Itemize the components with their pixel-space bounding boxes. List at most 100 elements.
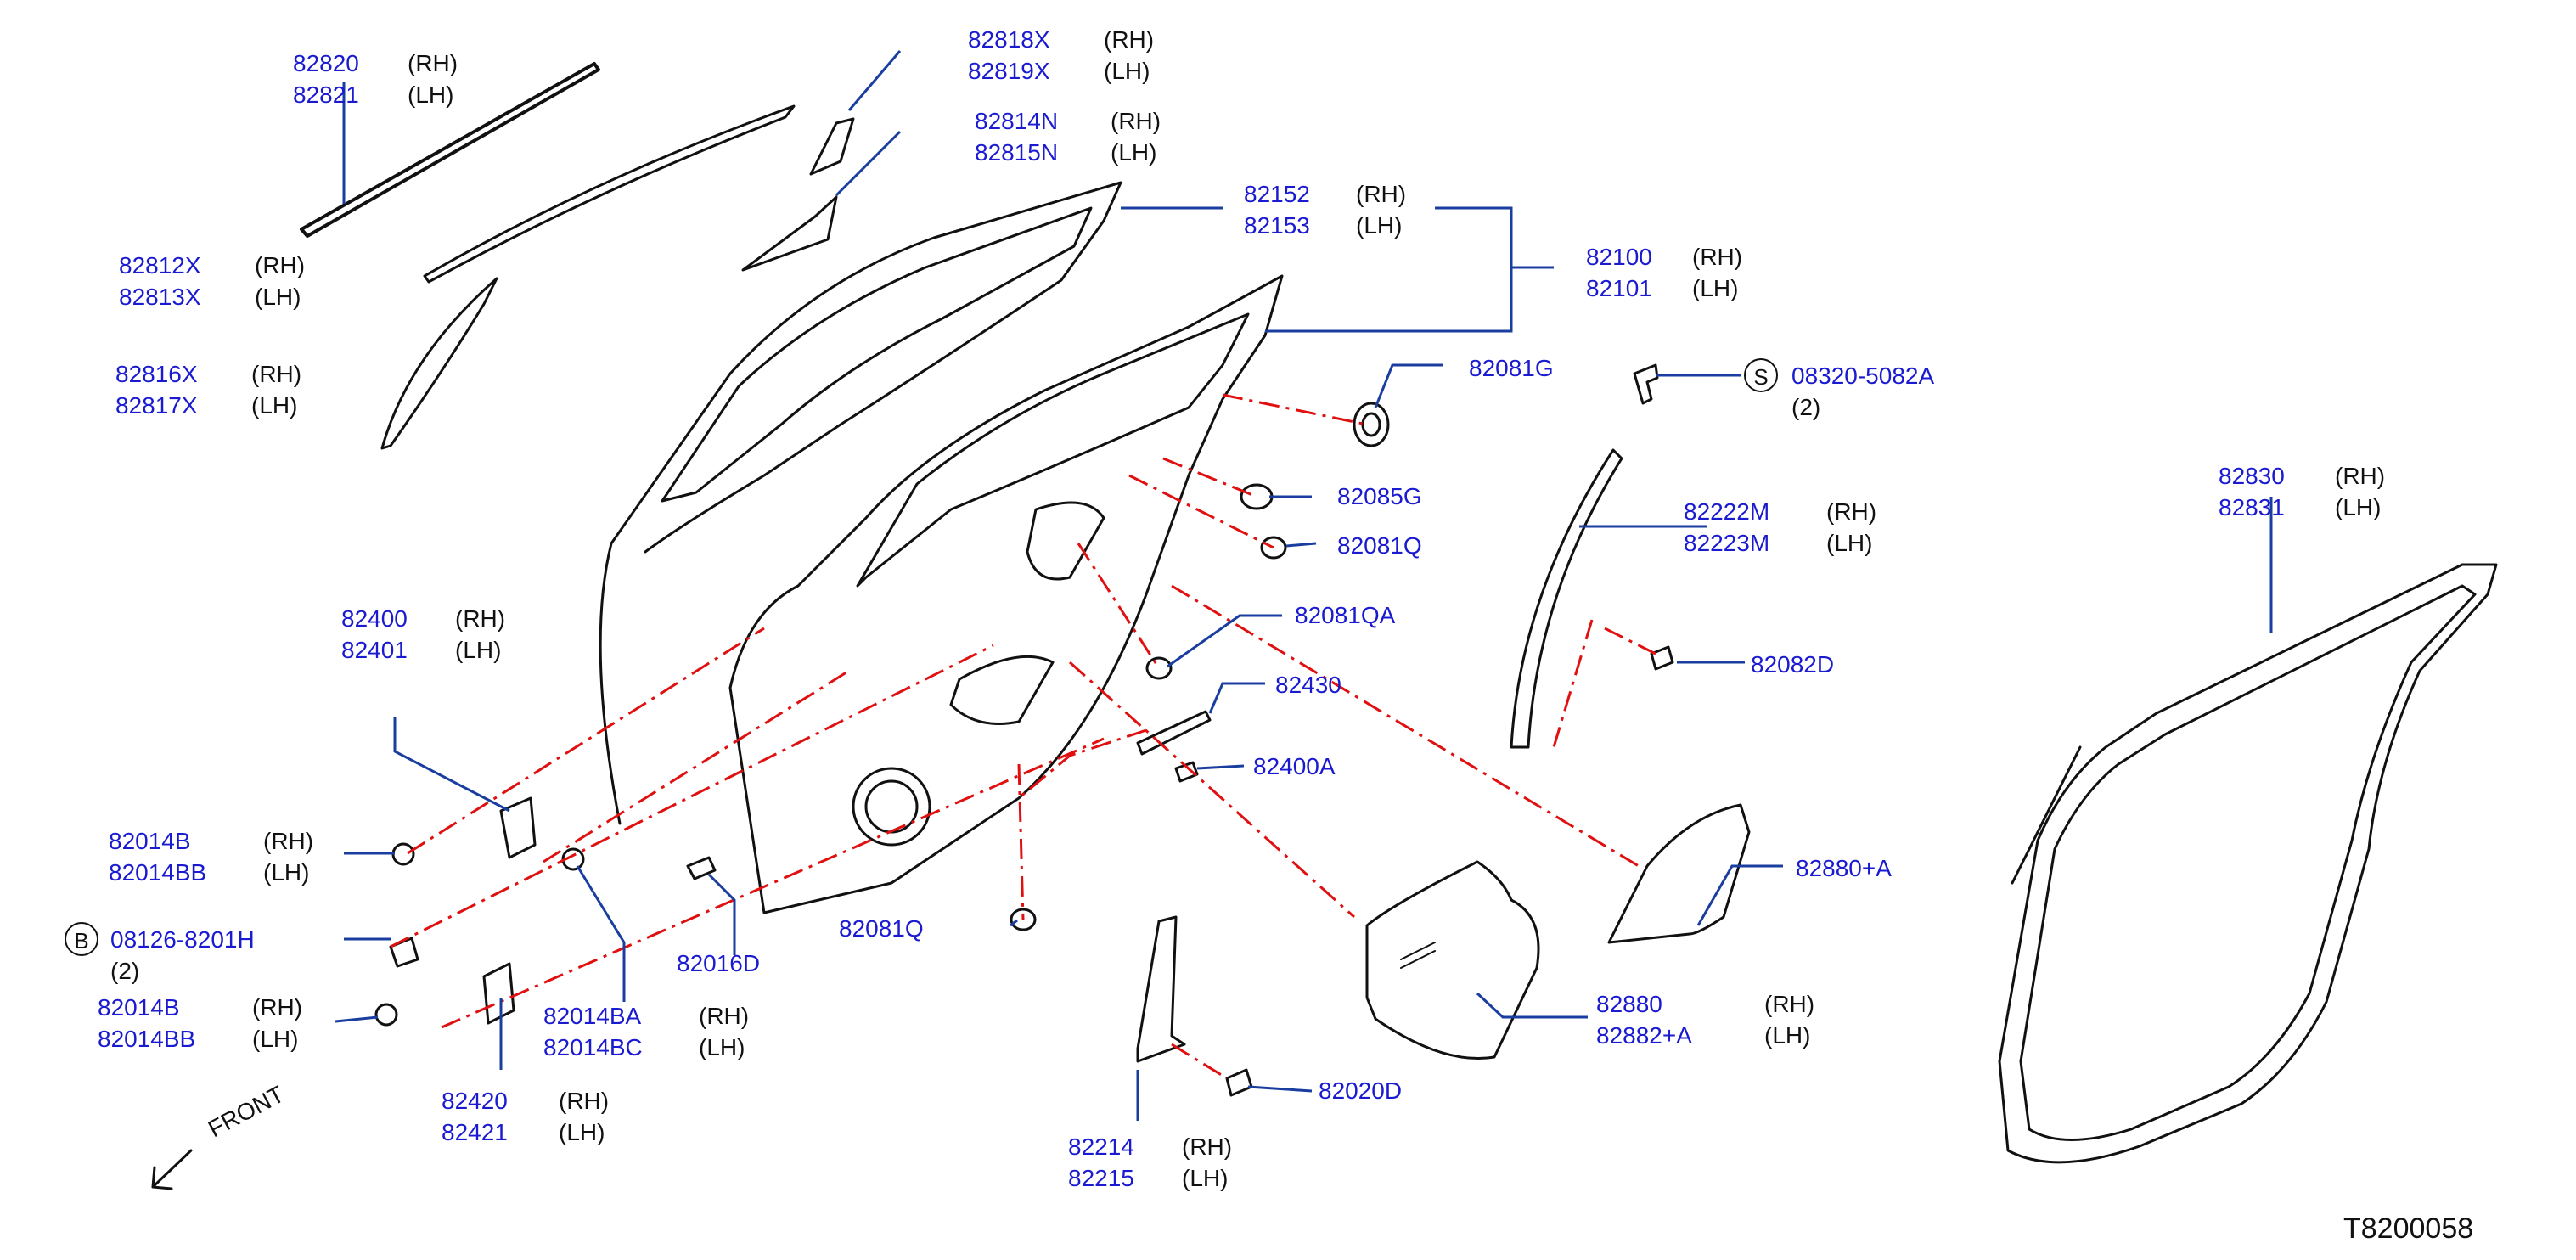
symbol-s: S	[1744, 358, 1778, 392]
bolt-82400a	[1174, 761, 1199, 783]
part-number: 82016D	[677, 950, 761, 976]
callout-82812x: 82812X(RH) 82813X(LH)	[119, 250, 305, 312]
side-label: (LH)	[251, 392, 298, 419]
part-number: 82400	[341, 605, 408, 632]
callout-82880: 82880(RH) 82882+A(LH)	[1596, 988, 1814, 1051]
part-number: 82014B	[98, 994, 180, 1021]
callout-82082d: 82082D	[1751, 649, 1834, 680]
callout-82014b-top: 82014B(RH) 82014BB(LH)	[109, 825, 313, 888]
grommet-82081g	[1353, 402, 1390, 447]
part-number: 82152	[1244, 181, 1310, 207]
part-number: 82880+A	[1796, 855, 1892, 881]
side-label: (LH)	[2335, 494, 2382, 520]
nut-82014b-top	[391, 842, 415, 866]
side-label: (LH)	[699, 1034, 745, 1060]
side-label: (RH)	[251, 361, 302, 387]
part-number: 82215	[1068, 1165, 1134, 1191]
sealing-screen	[1365, 860, 1540, 1060]
side-label: (LH)	[1182, 1165, 1229, 1191]
part-number: 82821	[293, 82, 359, 108]
part-number: 82223M	[1684, 530, 1770, 556]
part-number: 82100	[1586, 244, 1652, 270]
part-number: 82816X	[115, 361, 198, 387]
side-label: (RH)	[408, 50, 458, 76]
part-number: 82400A	[1253, 753, 1336, 779]
callout-82081q-bottom: 82081Q	[839, 913, 924, 944]
door-frame-inner	[661, 206, 1093, 503]
side-label: (LH)	[1764, 1022, 1811, 1049]
callout-82814n: 82814N(RH) 82815N(LH)	[975, 105, 1161, 168]
nut-82014b-bottom	[374, 1003, 398, 1027]
callout-82014ba: 82014BA(RH) 82014BC(LH)	[543, 1000, 749, 1063]
side-label: (RH)	[263, 828, 314, 854]
side-label: (RH)	[1764, 991, 1815, 1017]
door-frame-outer	[599, 181, 1122, 825]
quantity: (2)	[110, 958, 140, 984]
part-number: 82812X	[119, 252, 201, 278]
part-number: 82814N	[975, 108, 1059, 134]
callout-82081qa: 82081QA	[1295, 599, 1395, 631]
part-number: 82401	[341, 637, 408, 663]
part-number: 82819X	[968, 58, 1050, 84]
screw-08320	[1633, 363, 1659, 405]
upper-hinge	[499, 796, 537, 859]
part-number: 82014BB	[109, 859, 207, 886]
part-number: 82817X	[115, 392, 198, 419]
part-number: 82014BB	[98, 1026, 196, 1052]
callout-82400: 82400 (RH) 82401 (LH)	[341, 603, 505, 666]
body-weatherstrip	[1998, 563, 2498, 1164]
bolt-82016d	[686, 856, 717, 880]
side-label: (RH)	[2335, 463, 2386, 489]
plug-82081q-bottom	[1010, 908, 1037, 931]
part-number: 82085G	[1337, 483, 1422, 509]
callout-82820: 82820(RH) 82821(LH)	[293, 48, 458, 110]
sash-moulding	[423, 104, 796, 284]
callout-82420: 82420(RH) 82421(LH)	[442, 1085, 609, 1148]
callout-82214: 82214(RH) 82215(LH)	[1068, 1131, 1232, 1194]
side-label: (LH)	[559, 1119, 605, 1145]
side-label: (RH)	[699, 1003, 750, 1029]
plug-82081q-top	[1260, 536, 1287, 560]
part-number: 82815N	[975, 139, 1059, 166]
callout-82085g: 82085G	[1337, 481, 1422, 512]
part-number: 82421	[442, 1119, 508, 1145]
part-number: 82214	[1068, 1133, 1134, 1160]
part-number: 82831	[2219, 494, 2285, 520]
door-panel	[728, 274, 1284, 914]
callout-82818x: 82818X(RH) 82819X(LH)	[968, 24, 1154, 87]
side-label: (LH)	[455, 637, 502, 663]
side-label: (RH)	[255, 252, 306, 278]
callout-82014b-bottom: 82014B(RH) 82014BB(LH)	[98, 992, 302, 1055]
side-label: (RH)	[455, 605, 506, 632]
side-label: (LH)	[1826, 530, 1873, 556]
side-label: (LH)	[1111, 139, 1157, 166]
lower-hinge	[482, 962, 515, 1025]
side-label: (LH)	[1104, 58, 1150, 84]
part-number: 82882+A	[1596, 1022, 1692, 1049]
figure-code: T8200058	[2343, 1212, 2474, 1245]
symbol-b: B	[65, 922, 98, 956]
part-number: 82081Q	[839, 915, 924, 942]
part-number: 82830	[2219, 463, 2285, 489]
plug-82085g	[1240, 483, 1274, 510]
check-link	[1136, 710, 1212, 756]
part-number: 82101	[1586, 275, 1652, 301]
part-number: 82153	[1244, 212, 1310, 239]
part-number: 82081G	[1469, 355, 1554, 381]
callout-08126-8201h: 08126-8201H (2)	[110, 924, 255, 987]
quantity: (2)	[1791, 394, 1821, 420]
plug-82081qa	[1145, 656, 1173, 680]
side-label: (RH)	[1104, 26, 1155, 53]
speaker-hole	[852, 767, 931, 847]
outer-belt-moulding	[300, 62, 600, 238]
part-number: 82420	[442, 1088, 508, 1114]
callout-82880a: 82880+A	[1796, 852, 1892, 884]
part-number: 82081QA	[1295, 602, 1396, 628]
callout-82816x: 82816X (RH) 82817X (LH)	[115, 358, 301, 421]
side-label: (LH)	[255, 284, 301, 310]
side-label: (LH)	[408, 82, 454, 108]
callout-82222m: 82222M(RH) 82223M(LH)	[1684, 496, 1876, 559]
part-number: 08126-8201H	[110, 926, 255, 953]
callout-82100: 82100(RH) 82101(LH)	[1586, 241, 1742, 304]
